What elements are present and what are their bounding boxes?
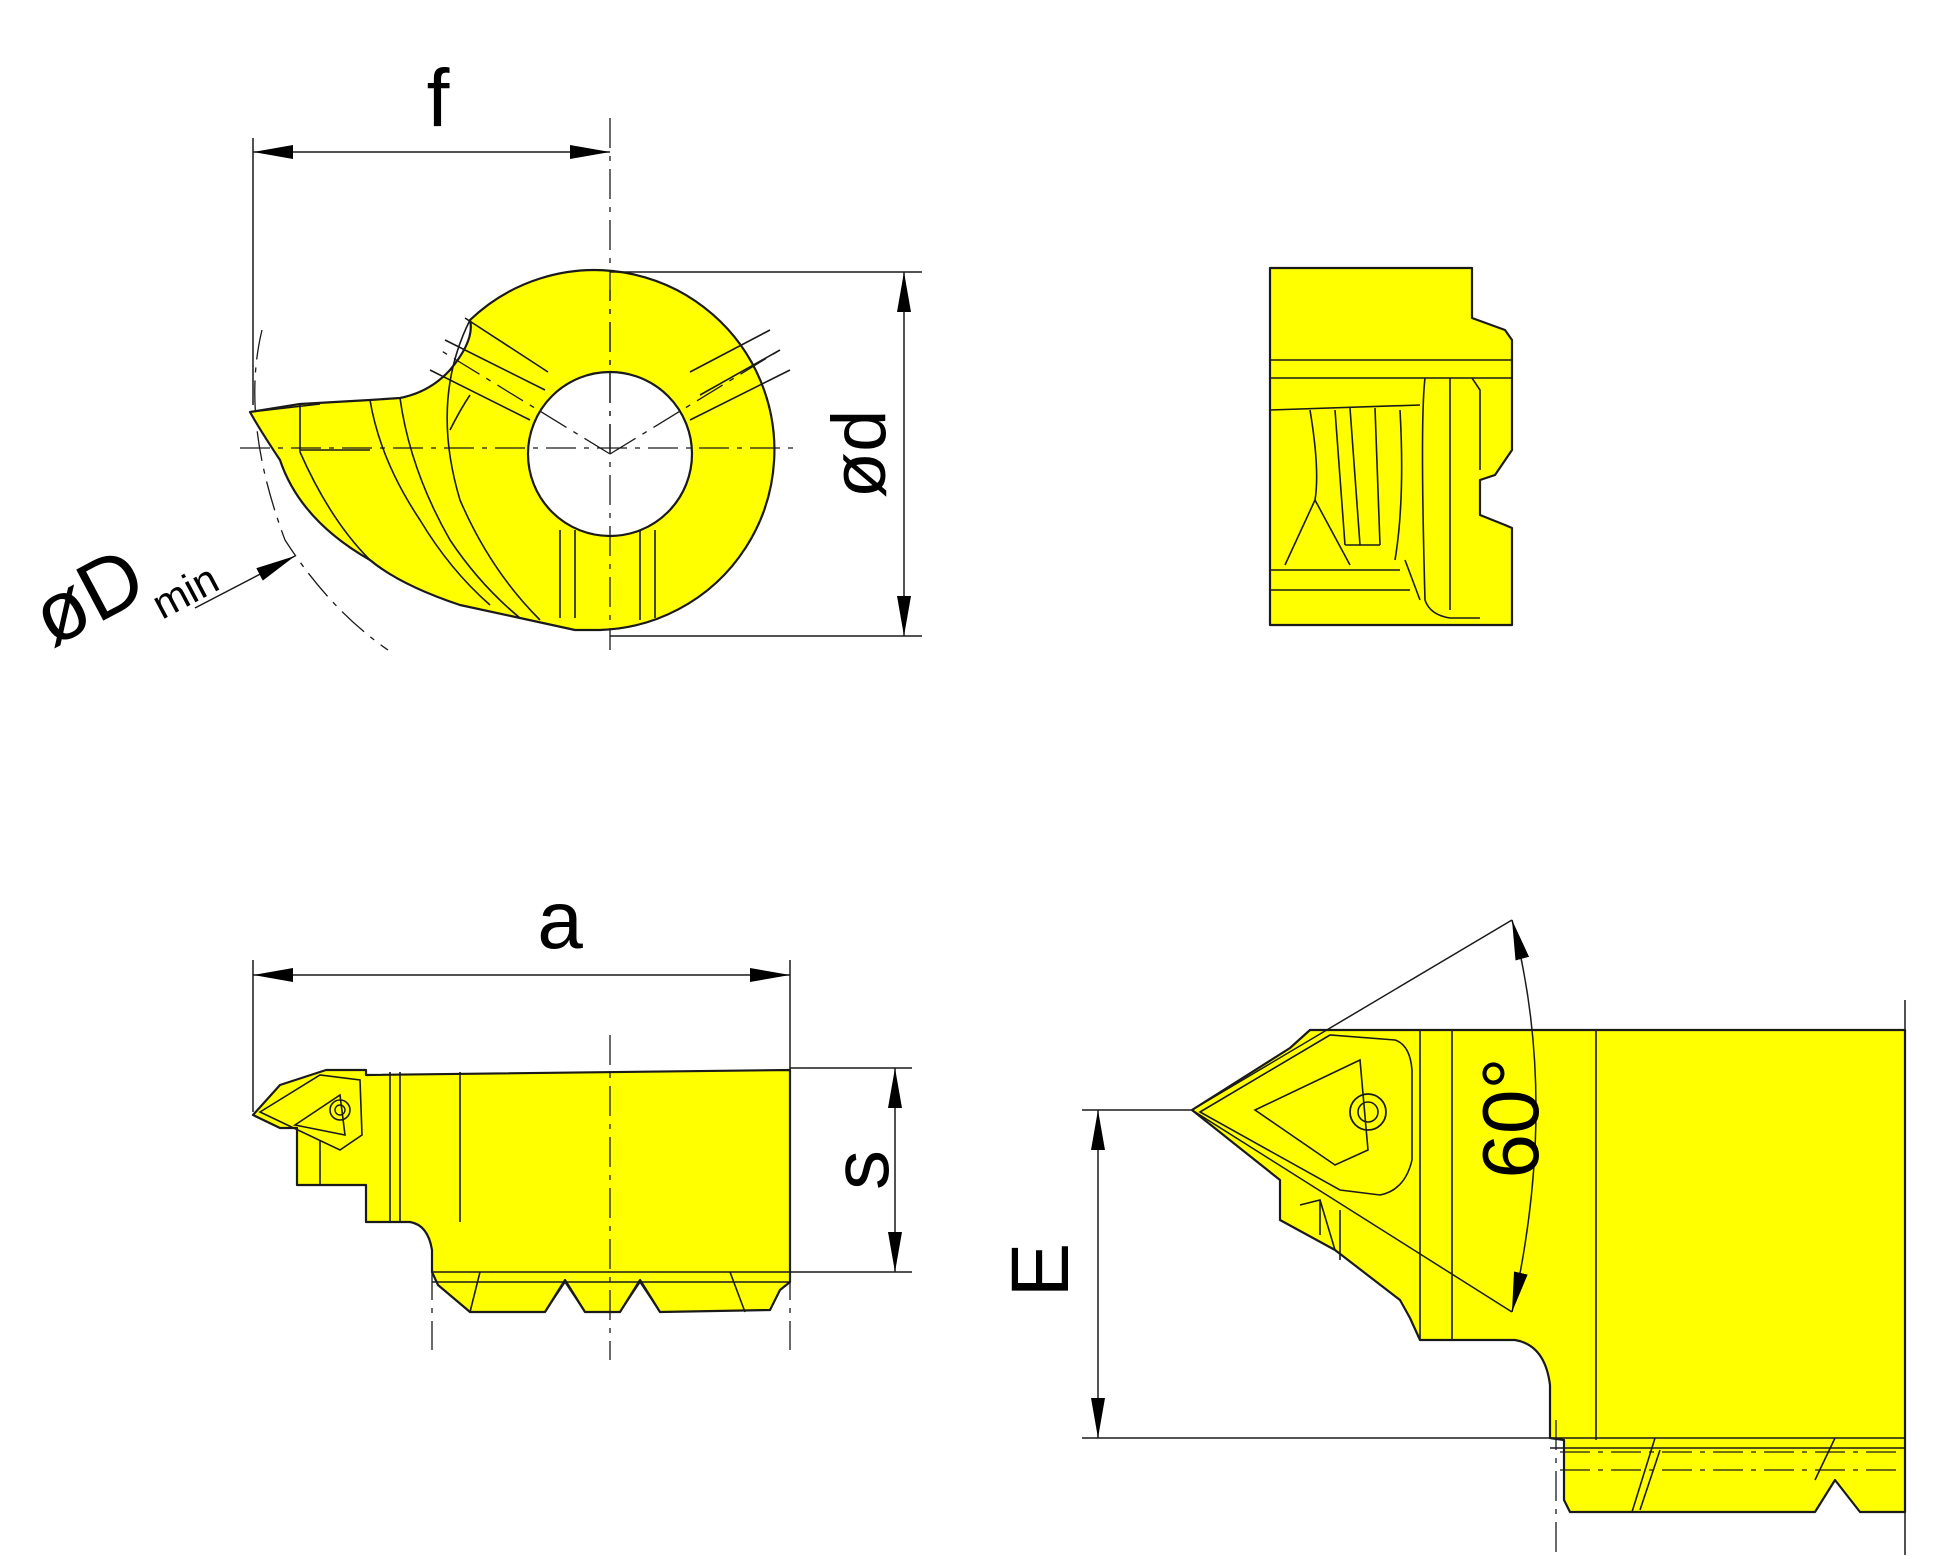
label-dmin-sub: min	[144, 555, 226, 628]
label-s: s	[816, 1150, 905, 1190]
dimension-e: E	[995, 1109, 1550, 1439]
dimension-f: f	[252, 53, 610, 405]
dimension-s: s	[790, 1067, 912, 1273]
front-center-diag-2	[609, 349, 781, 455]
detail-hole-inner	[1357, 1101, 1379, 1123]
front-view	[240, 118, 800, 651]
label-dmin-main: øD	[16, 528, 159, 664]
dimension-a: a	[252, 875, 791, 1112]
side-view-body	[1268, 266, 1514, 627]
label-angle: 60°	[1466, 1058, 1555, 1179]
detail-hole	[1349, 1093, 1387, 1131]
dimension-angle: 60°	[1191, 919, 1555, 1313]
label-dmin: øD	[16, 528, 159, 664]
detail-view-body	[1190, 1028, 1907, 1514]
label-d: ød	[817, 410, 902, 499]
top-view-body	[251, 1068, 792, 1314]
side-view	[1268, 266, 1514, 627]
top-view-hole	[329, 1099, 351, 1121]
front-view-body	[248, 269, 776, 632]
detail-lines	[1198, 1030, 1905, 1513]
label-f: f	[427, 53, 450, 144]
label-e: E	[995, 1243, 1086, 1298]
dimension-dmin: øD min	[16, 528, 296, 664]
label-a: a	[537, 875, 583, 966]
top-view	[251, 1035, 792, 1360]
side-detail-lines	[1269, 359, 1512, 619]
front-detail-lines	[249, 317, 791, 621]
dmin-arc	[254, 329, 389, 651]
top-view-hole-inner	[334, 1104, 346, 1116]
detail-view	[1190, 1000, 1907, 1555]
front-center-diag-1	[439, 349, 611, 455]
dimension-d: ød	[610, 271, 922, 637]
